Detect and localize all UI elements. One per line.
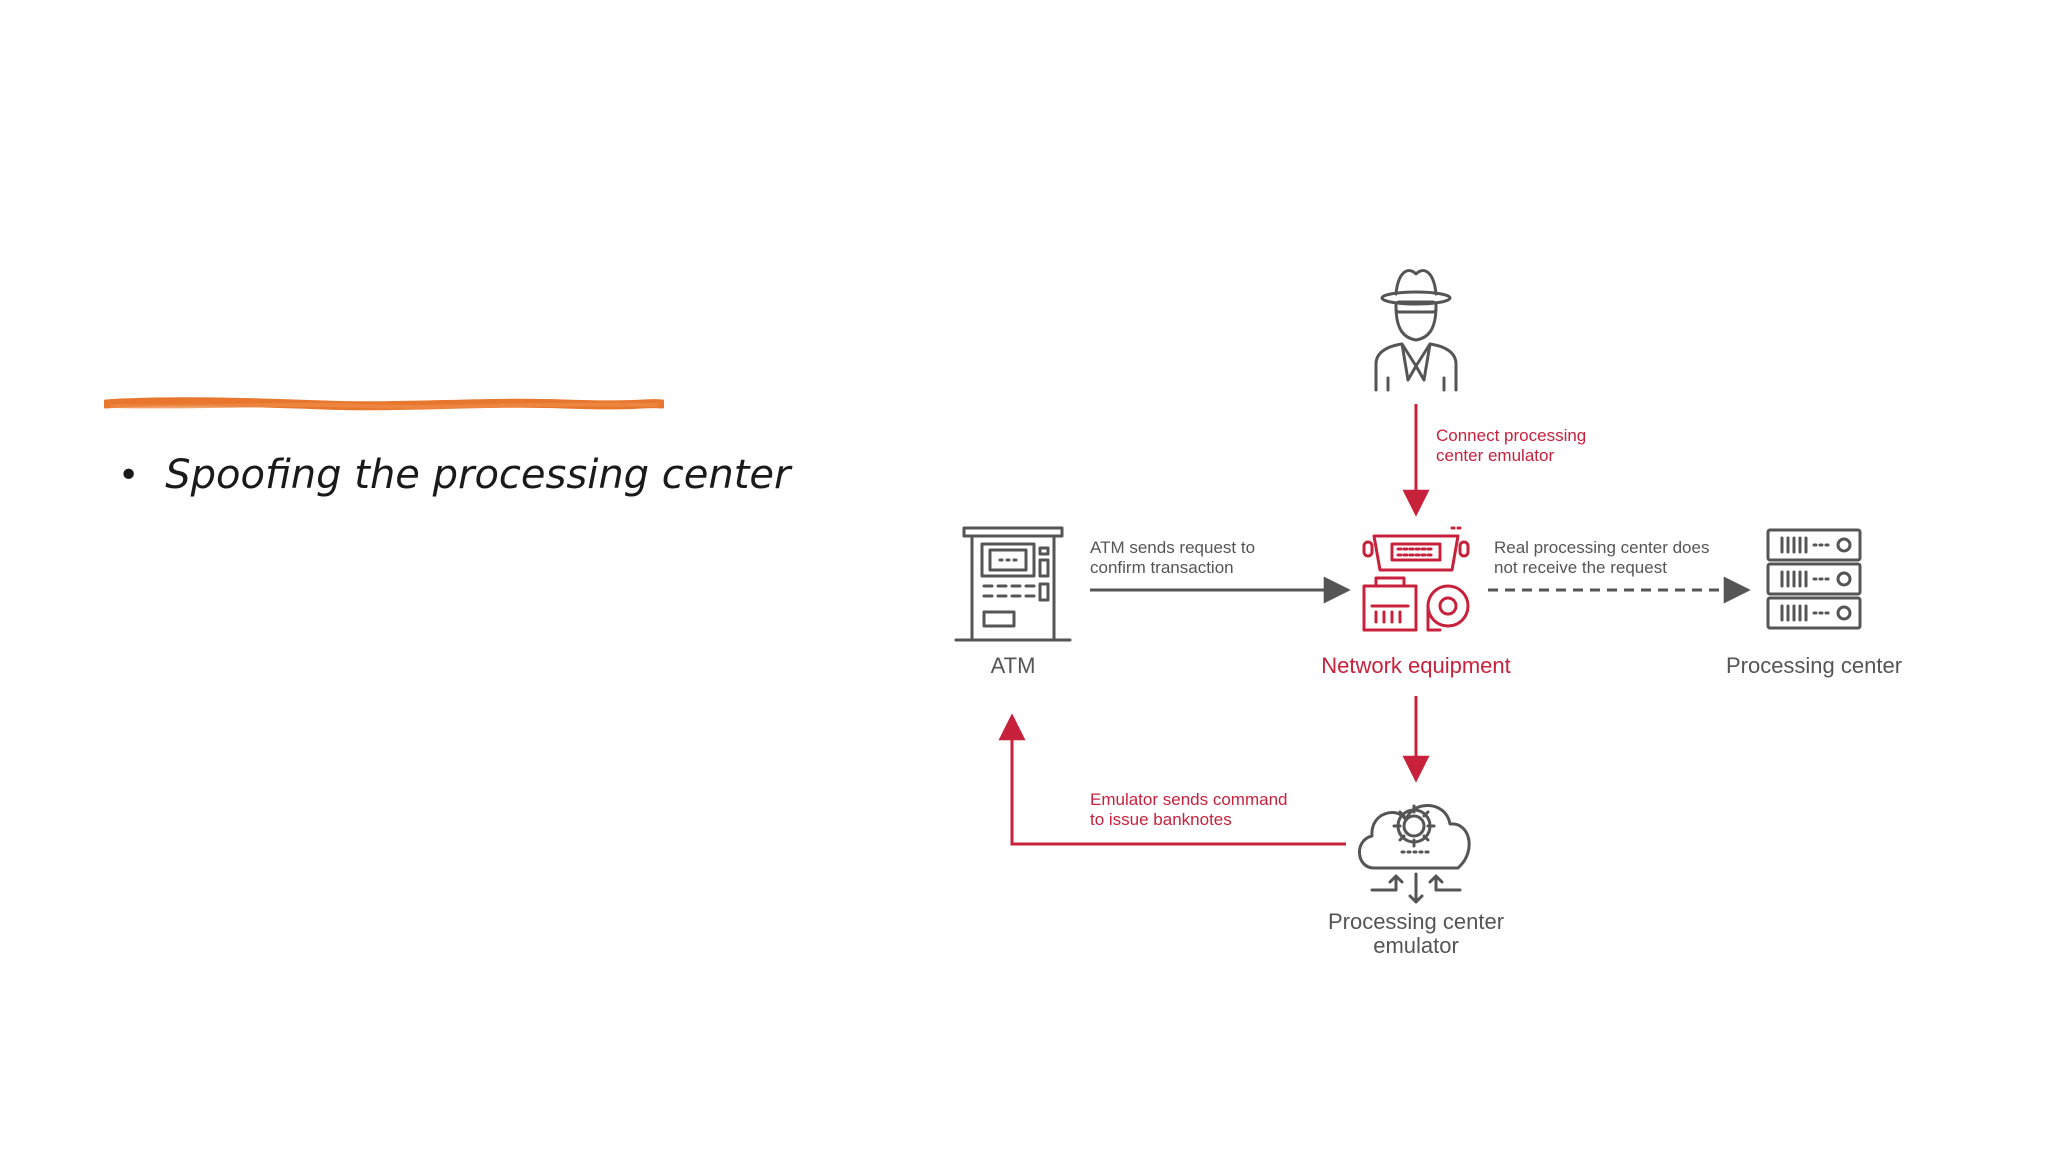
atm-icon — [954, 526, 1072, 642]
node-label-processing: Processing center — [1725, 653, 1903, 678]
hacker-icon — [1374, 269, 1458, 392]
edge-label-connect: Connect processing center emulator — [1436, 426, 1587, 465]
network-equipment-icon — [1362, 526, 1470, 632]
node-label-emulator: Processing center emulator — [1327, 909, 1505, 958]
accent-underline — [104, 397, 664, 411]
bullet-text: Spoofing the processing center — [165, 452, 791, 498]
bullet-dot: • — [118, 454, 140, 496]
edge-label-issue-banknotes: Emulator sends command to issue banknote… — [1090, 790, 1288, 829]
edge-label-not-received: Real processing center does not receive … — [1494, 538, 1710, 577]
cloud-gear-icon — [1358, 804, 1471, 904]
bullet-item: • Spoofing the processing center — [118, 452, 790, 498]
edge-issue-banknotes — [998, 713, 1346, 846]
node-label-atm: ATM — [990, 653, 1036, 678]
edge-label-atm-request: ATM sends request to confirm transaction — [1090, 538, 1256, 577]
spoofing-diagram: Connect processing center emulator ATM s… — [940, 260, 1940, 980]
node-label-network: Network equipment — [1321, 653, 1511, 678]
server-rack-icon — [1766, 528, 1862, 630]
diagram-canvas — [954, 269, 1862, 904]
